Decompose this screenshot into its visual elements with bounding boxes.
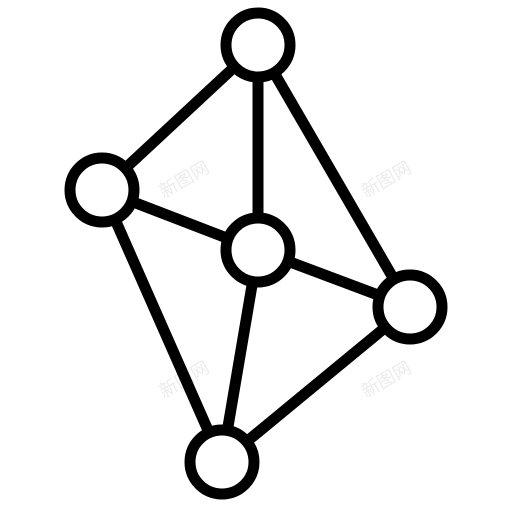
node-center — [220, 212, 296, 288]
edge-top-right — [252, 39, 416, 313]
node-right — [372, 269, 448, 345]
graph-nodes — [64, 7, 448, 500]
node-bottom — [184, 424, 260, 500]
watermark-text: 新图网 — [358, 157, 415, 202]
watermark-layer: 新图网 新图网 新图网 新图网 — [156, 157, 415, 402]
node-top — [220, 7, 296, 83]
node-left — [64, 152, 140, 228]
watermark-text: 新图网 — [156, 157, 213, 202]
edge-left-bottom — [96, 184, 228, 468]
edge-right-bottom — [216, 301, 416, 468]
watermark-text: 新图网 — [358, 357, 415, 402]
